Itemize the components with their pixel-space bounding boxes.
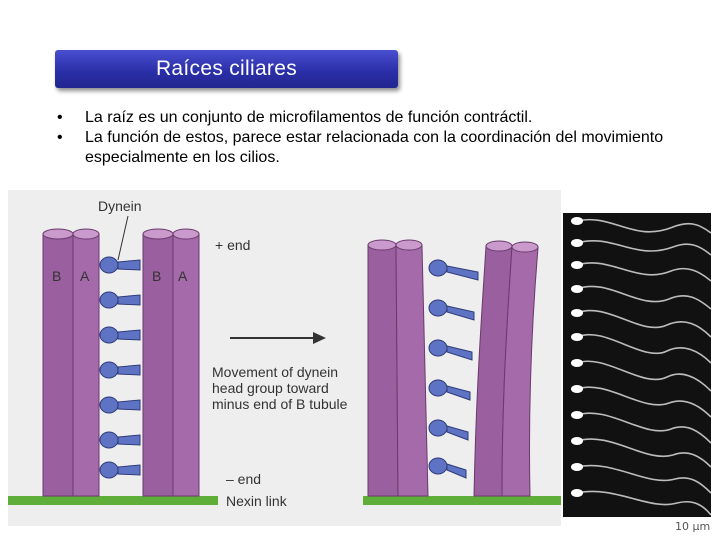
label-plus-end: + end [215,237,250,253]
caption-line: head group toward [212,380,329,396]
caption-line: Movement of dynein [212,364,338,380]
micrograph-scale-label: 10 μm [675,520,711,533]
cilia-micrograph [563,213,712,517]
tubule-doublet-right-1 [367,239,429,497]
tubule-doublet-left-1 [42,228,100,497]
caption-line: minus end of B tubule [212,396,348,412]
label-tubule-b: B [152,268,161,284]
nexin-link-right [363,496,561,505]
bullet-list: La raíz es un conjunto de microfilamento… [55,108,675,168]
label-dynein: Dynein [98,198,142,214]
title-bar: Raíces ciliares [55,50,398,88]
tubule-doublet-left-2 [142,228,200,497]
dynein-diagram: Dynein + end – end Nexin link B A B A Mo… [8,190,561,526]
slide-title: Raíces ciliares [155,57,298,80]
dynein-arms-right [428,259,479,479]
nexin-link-left [8,496,218,505]
bullet-item: La función de estos, parece estar relaci… [55,128,675,168]
movement-arrow [230,332,326,344]
label-nexin: Nexin link [226,493,288,509]
micrograph-image [563,213,712,517]
label-tubule-a: A [80,268,90,284]
dynein-arms-left [99,256,141,479]
bullet-item: La raíz es un conjunto de microfilamento… [55,108,675,128]
tubule-doublet-right-2 [473,240,539,497]
label-tubule-a: A [178,268,188,284]
dynein-pointer [117,215,129,261]
label-minus-end: – end [226,471,261,487]
label-tubule-b: B [52,268,61,284]
